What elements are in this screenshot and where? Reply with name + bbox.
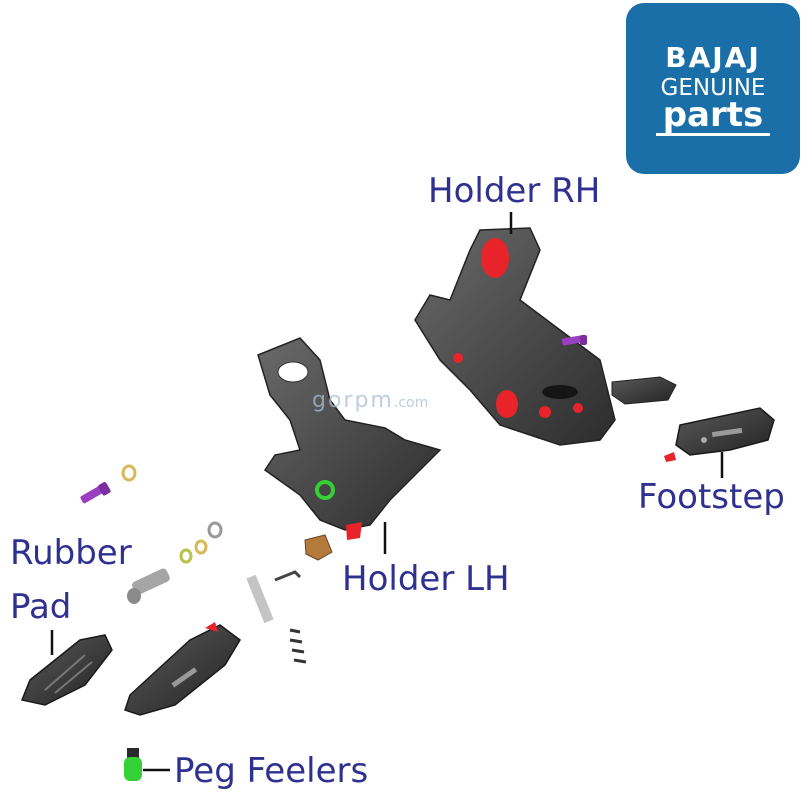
lh-washer-part (121, 464, 137, 482)
logo-brand-text: BAJAJ (665, 41, 761, 74)
holder-lh-label: Holder LH (342, 559, 510, 599)
lh-bolt-part (80, 482, 111, 504)
watermark-suffix-text: .com (393, 395, 429, 411)
bajaj-genuine-parts-logo: BAJAJ GENUINE parts (626, 3, 800, 174)
washer-set-part (179, 521, 223, 564)
footstep-label: Footstep (638, 477, 785, 517)
watermark: gorpm.com (312, 388, 428, 413)
bronze-bracket-part (304, 534, 333, 561)
rubber-pad-label-line1: Rubber (10, 533, 132, 573)
watermark-main-text: gorpm (312, 388, 394, 413)
logo-genuine-text: GENUINE (660, 75, 766, 101)
rh-bolt-part (561, 335, 587, 346)
lh-footstep-part (124, 622, 241, 716)
holder-lh-part (257, 337, 442, 540)
holder-rh-label: Holder RH (428, 171, 601, 211)
logo-underline (656, 133, 770, 136)
spring-shaft-part (246, 570, 307, 664)
rh-pad-part (611, 376, 677, 405)
peg-feeler-part (124, 748, 142, 781)
pivot-pin-part (127, 568, 170, 604)
rubber-pad-label-line2: Pad (10, 587, 72, 627)
logo-parts-text: parts (662, 95, 764, 135)
peg-feelers-label: Peg Feelers (174, 751, 369, 791)
footstep-part (664, 407, 775, 462)
holder-rh-part (414, 227, 616, 446)
rubber-pad-part (20, 634, 113, 706)
